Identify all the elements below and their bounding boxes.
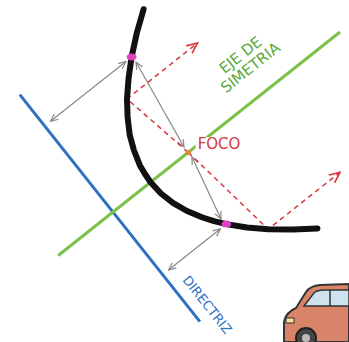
directrix-line — [20, 95, 200, 322]
curve-point — [221, 221, 231, 228]
axis-line — [58, 32, 340, 256]
curve-point — [127, 54, 137, 61]
parabola-curve — [127, 9, 317, 229]
focus-point — [186, 150, 191, 155]
car-illustration — [284, 284, 349, 342]
axis-label: EJE DE SIMETRIA — [200, 21, 292, 103]
focus-label: FOCO — [196, 137, 243, 153]
